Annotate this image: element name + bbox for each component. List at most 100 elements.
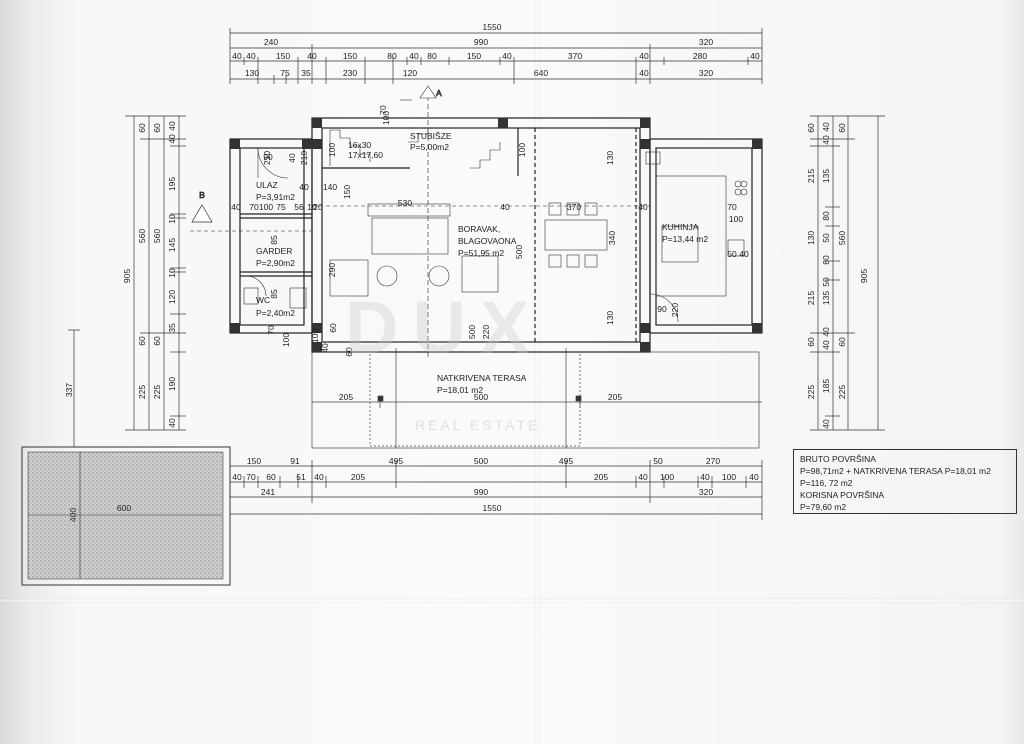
dim-interior: 100 xyxy=(259,202,273,212)
right-dimension-chains xyxy=(810,115,885,431)
dim-top-row1-b: 990 xyxy=(474,37,488,47)
armchair-left xyxy=(329,259,369,297)
room-stubisze-name: STUBIŠZE xyxy=(410,131,452,141)
summary-net-title: KORISNA POVRŠINA xyxy=(800,490,885,500)
furniture xyxy=(243,151,748,309)
dim-interior: 40 xyxy=(739,249,749,259)
terrace-dimensions: 205 500 205 xyxy=(339,392,622,402)
dim-left-small: 120 xyxy=(167,290,177,304)
dim-bottom-row1: 500 xyxy=(474,456,488,466)
section-marker-b xyxy=(191,204,213,223)
dim-interior: 40 xyxy=(231,202,241,212)
room-stubisze-area: P=5,00m2 xyxy=(410,142,449,152)
dim-left-small: 145 xyxy=(167,238,177,252)
dim-bottom-row2: 40 xyxy=(314,472,324,482)
structural-columns xyxy=(230,118,762,352)
garage-block: 600 400 337 xyxy=(21,329,231,586)
dim-bottom-row1: 495 xyxy=(559,456,573,466)
dim-bottom-row2: 205 xyxy=(351,472,365,482)
dim-bottom-row2: 40 xyxy=(700,472,710,482)
sofa xyxy=(371,217,449,255)
dim-interior: 75 xyxy=(276,202,286,212)
bottom-dimension-labels: 150 91 495 500 495 50 270 40 70 60 51 40… xyxy=(232,456,759,513)
dim-bottom-row2: 70 xyxy=(246,472,256,482)
dim-interior: 85 xyxy=(269,289,279,299)
dim-interior: 40 xyxy=(500,202,510,212)
dim-interior: 70 xyxy=(266,325,276,335)
dim-garage-offset: 337 xyxy=(64,383,74,397)
dim-top-row3: 75 xyxy=(280,68,290,78)
section-marker-b-label: B xyxy=(199,190,205,200)
dim-interior: 370 xyxy=(567,202,581,212)
dim-interior: 40 xyxy=(287,153,297,163)
summary-gross-total: P=116, 72 m2 xyxy=(800,478,853,488)
dim-interior: 100 xyxy=(327,143,337,157)
dim-bottom-row2: 100 xyxy=(660,472,674,482)
dim-top-row2: 40 xyxy=(639,51,649,61)
dim-interior: 220 xyxy=(481,325,491,339)
dim-bottom-row2: 60 xyxy=(266,472,276,482)
dim-right-small: 215 xyxy=(806,291,816,305)
dim-bottom-row2: 51 xyxy=(296,472,306,482)
top-dimension-labels: 1550 240 990 320 40 40 150 40 150 80 40 … xyxy=(232,22,760,78)
dim-interior: 340 xyxy=(607,231,617,245)
dim-interior: 220 xyxy=(670,303,680,317)
room-wc-area: P=2,40m2 xyxy=(256,308,295,318)
dim-right-small: 60 xyxy=(837,123,847,133)
dim-top-total: 1550 xyxy=(483,22,502,32)
stair-mark-1: 16x30 xyxy=(348,140,371,150)
dim-interior: 60 xyxy=(344,347,354,357)
dim-top-row2: 40 xyxy=(232,51,242,61)
dim-right-small: 130 xyxy=(806,231,816,245)
dim-right-small: 60 xyxy=(806,337,816,347)
dim-top-row2: 370 xyxy=(568,51,582,61)
area-summary-box: BRUTO POVRŠINA P=98,71m2 + NATKRIVENA TE… xyxy=(793,449,1017,514)
stairs xyxy=(329,85,501,169)
dim-interior: 130 xyxy=(605,151,615,165)
dim-right-small: 40 xyxy=(821,419,831,429)
dim-interior: 210 xyxy=(262,151,272,165)
dim-interior: 100 xyxy=(517,143,527,157)
dim-interior: 60 xyxy=(328,323,338,333)
dim-left-col2: 560 xyxy=(137,229,147,243)
dim-right-small: 50 xyxy=(821,277,831,287)
dim-bottom-row2: 40 xyxy=(232,472,242,482)
dim-bottom-row3: 320 xyxy=(699,487,713,497)
room-garder-area: P=2,90m2 xyxy=(256,258,295,268)
left-dimension-labels: 905 560 560 60 60 40 40 195 10 145 10 12… xyxy=(122,121,177,428)
dim-bottom-row1: 91 xyxy=(290,456,300,466)
room-labels: ULAZ P=3,91m2 STUBIŠZE P=5,00m2 BORAVAK,… xyxy=(256,131,708,395)
dim-interior: 20 xyxy=(313,202,323,212)
dim-left-small: 60 xyxy=(152,336,162,346)
dim-right-small: 60 xyxy=(837,337,847,347)
side-table-left xyxy=(376,265,398,287)
dim-interior: 40 xyxy=(320,343,330,353)
dim-interior: 100 xyxy=(381,111,391,125)
terrace-area xyxy=(311,348,762,449)
dim-top-row2: 80 xyxy=(427,51,437,61)
dim-right-small: 225 xyxy=(837,385,847,399)
dim-bottom-row3: 990 xyxy=(474,487,488,497)
paper-fold-vertical xyxy=(534,0,540,744)
room-kuhinja-area: P=13,44 m2 xyxy=(662,234,708,244)
dim-interior: 50 xyxy=(727,249,737,259)
dim-interior: 90 xyxy=(263,152,273,162)
dim-right-small: 80 xyxy=(821,255,831,265)
dim-left-small: 40 xyxy=(167,418,177,428)
dim-right-small: 80 xyxy=(821,211,831,221)
side-table-right xyxy=(428,265,450,287)
garage-hatch xyxy=(27,451,224,580)
dim-right-small: 50 xyxy=(821,233,831,243)
dim-right-small: 185 xyxy=(821,379,831,393)
dim-right-small: 215 xyxy=(806,169,816,183)
dim-top-row3: 640 xyxy=(534,68,548,78)
dim-interior: 40 xyxy=(299,182,309,192)
room-ulaz-name: ULAZ xyxy=(256,180,278,190)
sink xyxy=(289,287,307,309)
dim-right-outer: 905 xyxy=(859,269,869,283)
dim-bottom-row1: 50 xyxy=(653,456,663,466)
room-garder-name: GARDER xyxy=(256,246,292,256)
dim-terrace-left: 205 xyxy=(339,392,353,402)
dim-top-row2: 40 xyxy=(750,51,760,61)
